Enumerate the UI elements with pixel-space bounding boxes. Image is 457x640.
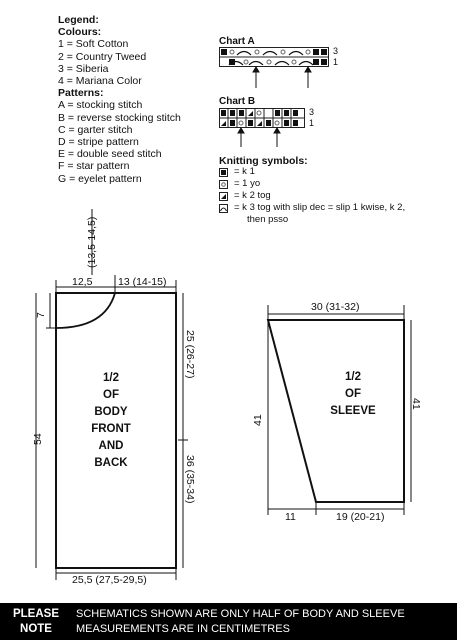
body-label-line: FRONT	[91, 423, 131, 435]
chart-b-row-3: 3	[309, 107, 315, 117]
body-bottom-label: 25,5 (27,5-29,5)	[72, 574, 147, 586]
footer-line-1: SCHEMATICS SHOWN ARE ONLY HALF OF BODY A…	[76, 608, 405, 620]
k1-icon	[221, 170, 226, 175]
symbol-k3tog-continuation: then psso	[247, 214, 289, 225]
symbol-swatches-svg	[219, 168, 228, 213]
patterns-title: Patterns:	[58, 87, 104, 100]
pattern-item: G = eyelet pattern	[58, 172, 142, 185]
sleeve-label-line: 1/2	[345, 371, 361, 383]
sleeve-label-line: SLEEVE	[330, 405, 376, 417]
body-label-line: BACK	[94, 457, 128, 469]
yo-symbols-b	[238, 110, 280, 126]
chart-a-svg	[219, 47, 329, 67]
body-neck-drop-label: 7	[35, 312, 47, 318]
footer-note: PLEASE NOTE SCHEMATICS SHOWN ARE ONLY HA…	[0, 603, 457, 640]
colour-item: 2 = Country Tweed	[58, 50, 147, 63]
body-armhole-label: 25 (26-27)	[184, 330, 196, 379]
k2tog-icon	[221, 194, 226, 199]
chart-b-grid	[219, 108, 305, 128]
sleeve-dimension-lines	[267, 305, 412, 515]
schematic-lines	[35, 209, 412, 580]
sleeve-left-side-label: 41	[252, 414, 264, 426]
symbol-k1-text: = k 1	[234, 166, 255, 177]
colour-item: 3 = Siberia	[58, 62, 109, 75]
body-length-label: 54	[32, 433, 44, 445]
chart-a-row-1: 1	[333, 57, 339, 67]
pattern-item: F = star pattern	[58, 160, 130, 173]
body-dimension-lines	[35, 209, 188, 580]
please-text: PLEASE	[12, 608, 59, 620]
symbols-title: Knitting symbols:	[219, 155, 308, 167]
chart-b-title: Chart B	[219, 96, 256, 107]
pattern-item: B = reverse stocking stitch	[58, 111, 181, 124]
pattern-item: D = stripe pattern	[58, 136, 139, 149]
chart-a-grid	[219, 47, 329, 67]
symbol-k2tog-text: = k 2 tog	[234, 190, 271, 201]
k3tog-symbols	[228, 50, 314, 66]
pattern-item: C = garter stitch	[58, 123, 133, 136]
symbol-k3tog-text: = k 3 tog with slip dec = slip 1 kwise, …	[234, 202, 406, 213]
colours-title: Colours:	[58, 26, 102, 39]
footer-line-2: MEASUREMENTS ARE IN CENTIMETRES	[76, 623, 290, 635]
chart-a-arrows	[252, 66, 312, 88]
pattern-item: E = double seed stitch	[58, 148, 162, 161]
legend-title: Legend:	[58, 14, 99, 26]
body-label: 1/2 OF BODY FRONT AND BACK	[76, 370, 146, 472]
sleeve-label-line: OF	[345, 388, 361, 400]
chart-b-row-1: 1	[309, 118, 315, 128]
legend: Legend: Colours: 1 = Soft Cotton 2 = Cou…	[58, 14, 181, 185]
k2tog-symbols	[221, 111, 262, 126]
note-text: NOTE	[20, 623, 52, 635]
symbol-swatches	[219, 168, 229, 228]
sleeve-bottom-offset-label: 11	[285, 511, 296, 523]
footer-message: SCHEMATICS SHOWN ARE ONLY HALF OF BODY A…	[76, 607, 405, 637]
colour-item: 1 = Soft Cotton	[58, 38, 129, 51]
symbol-yo-text: = 1 yo	[234, 178, 261, 189]
sleeve-top-label: 30 (31-32)	[311, 301, 360, 313]
yo-symbols	[229, 49, 311, 65]
chart-a-row-3: 3	[333, 46, 339, 56]
please-note: PLEASE NOTE	[12, 607, 60, 637]
colour-item: 4 = Mariana Color	[58, 75, 142, 88]
k1-cells-b	[221, 110, 298, 126]
chart-a-title: Chart A	[219, 36, 255, 47]
chart-b-svg	[219, 108, 305, 128]
body-shoulder-label: 13 (14-15)	[118, 276, 167, 288]
yo-icon	[221, 182, 226, 187]
body-label-line: 1/2	[103, 372, 119, 384]
body-label-line: AND	[98, 440, 124, 452]
sleeve-bottom-label: 19 (20-21)	[336, 511, 385, 523]
body-neck-width-label: 12,5	[72, 276, 93, 288]
pattern-item: A = stocking stitch	[58, 99, 143, 112]
chart-b-arrows	[237, 127, 281, 147]
body-side-label: 36 (35-34)	[184, 455, 196, 504]
body-label-line: OF	[103, 389, 119, 401]
body-label-line: BODY	[94, 406, 128, 418]
sleeve-right-side-label: 41	[410, 398, 422, 410]
k3tog-icon	[220, 207, 227, 212]
sleeve-label: 1/2 OF SLEEVE	[318, 369, 388, 420]
body-neck-depth-label: (13,5-14,5)	[86, 216, 98, 268]
